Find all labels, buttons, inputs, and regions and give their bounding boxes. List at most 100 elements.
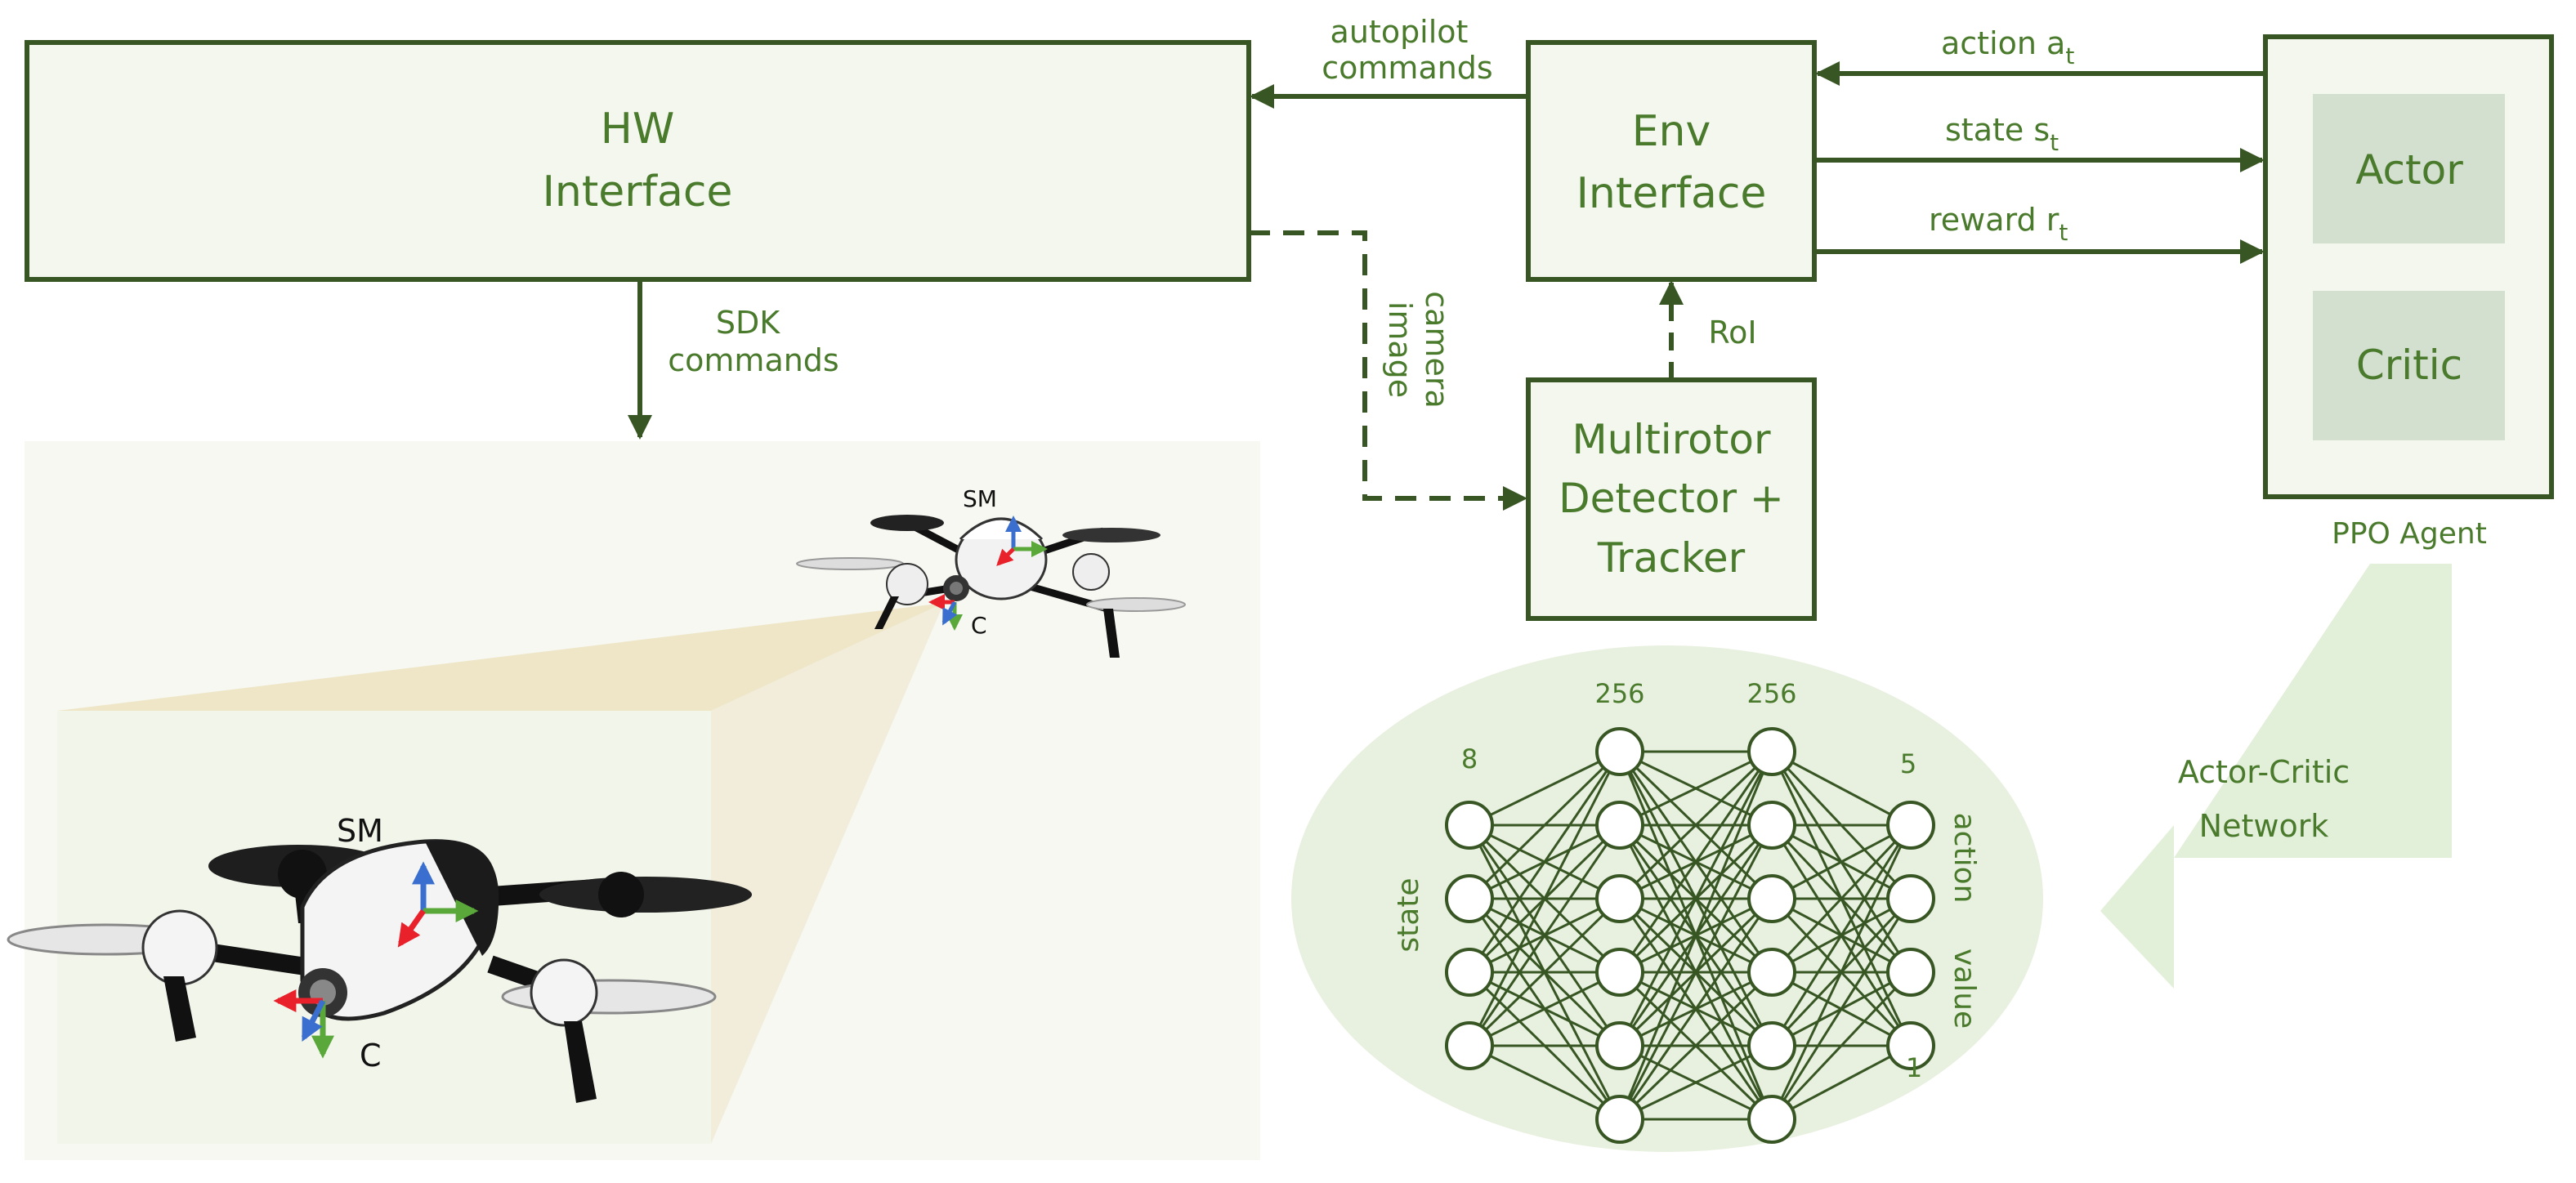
camera-label-line2: image	[1382, 301, 1418, 398]
actor-label: Actor	[2355, 146, 2463, 194]
network-output-label-action: action	[1948, 813, 1981, 904]
sdk-commands-arrow: SDK commands	[628, 279, 839, 440]
roi-label: RoI	[1708, 315, 1756, 350]
critic-box	[2313, 291, 2505, 440]
state-arrow: state st	[1814, 112, 2265, 172]
env-interface-box: Env Interface	[1526, 40, 1817, 282]
drone-large-sm-label: SM	[337, 813, 383, 849]
network-edge	[1771, 750, 1912, 827]
actor-box	[2313, 94, 2505, 243]
camera-scene	[25, 441, 1260, 1160]
drone-small-c-label: C	[971, 612, 987, 639]
drone-large-c-label: C	[360, 1038, 382, 1074]
network-node-layer2-2	[1595, 801, 1644, 850]
network-node-layer3-6	[1747, 1095, 1796, 1144]
network-node-layer4-4	[1886, 1021, 1935, 1070]
network-edge	[1770, 824, 1912, 1047]
network-node-layer3-2	[1747, 801, 1796, 850]
action-label-text: action a	[1941, 25, 2065, 61]
network-edge	[1468, 751, 1621, 1047]
network-edge	[1618, 824, 1773, 1120]
env-interface-line2: Interface	[1576, 169, 1767, 218]
drone-large: SM C	[7, 813, 752, 1103]
layer-size-output-top: 5	[1900, 748, 1916, 779]
network-caption-line1: Actor-Critic	[2178, 754, 2350, 790]
network-node-layer1-3	[1445, 948, 1494, 997]
network-node-layer4-1	[1886, 801, 1935, 850]
drone-small-sm-label: SM	[963, 485, 997, 512]
network-edge	[1618, 751, 1773, 1120]
network-node-layer1-2	[1445, 874, 1494, 923]
network-edge	[1468, 750, 1621, 900]
camera-image-arrow: camera image	[1249, 230, 1527, 511]
layer-size-input: 8	[1461, 743, 1478, 775]
camera-view-cone-side	[711, 603, 944, 1144]
network-node-layer2-3	[1595, 874, 1644, 923]
network-node-layer4-3	[1886, 948, 1935, 997]
network-edge	[1469, 971, 1621, 1047]
network-edge	[1618, 751, 1773, 973]
network-input-label: state	[1392, 877, 1425, 952]
ppo-agent-box: Actor Critic PPO Agent	[2263, 34, 2554, 551]
detector-line1: Multirotor	[1572, 416, 1770, 463]
hw-interface-line2: Interface	[543, 167, 733, 217]
network-edge	[1618, 751, 1773, 1047]
hw-interface-box: HW Interface	[25, 40, 1251, 282]
action-label-sub: t	[2065, 42, 2074, 69]
network-edges	[1468, 750, 1912, 1121]
network-edge	[1770, 824, 1912, 974]
network-edge	[1618, 898, 1773, 1120]
reward-arrow: reward rt	[1814, 202, 2265, 264]
reward-label-text: reward r	[1929, 202, 2059, 238]
network-edge	[1770, 824, 1912, 1120]
network-edge	[1770, 971, 1912, 1121]
network-edge	[1618, 750, 1773, 900]
layer-size-hidden2: 256	[1746, 678, 1796, 709]
network-node-layer4-2	[1886, 874, 1935, 923]
camera-label-line1: camera	[1419, 291, 1455, 408]
network-edge	[1468, 897, 1621, 1047]
network-panel: Actor-Critic Network 8 256 256 5 1 state…	[1291, 564, 2452, 1152]
autopilot-label-line1: autopilot	[1330, 14, 1469, 50]
network-output-label-value: value	[1948, 949, 1981, 1029]
env-interface-line1: Env	[1632, 107, 1711, 156]
state-label: state st	[1945, 112, 2059, 156]
action-label: action at	[1941, 25, 2074, 69]
network-node-layer2-1	[1595, 727, 1644, 776]
network-node-layer3-1	[1747, 727, 1796, 776]
autopilot-commands-arrow: autopilot commands	[1250, 14, 1528, 109]
ppo-agent-caption: PPO Agent	[2332, 517, 2487, 551]
action-arrow: action at	[1815, 25, 2265, 86]
sdk-label-line1: SDK	[716, 305, 780, 341]
detector-line3: Tracker	[1597, 534, 1746, 582]
network-nodes	[1445, 727, 1935, 1144]
network-edge	[1619, 1044, 1773, 1121]
network-edge	[1770, 898, 1912, 1120]
layer-size-output-bottom: 1	[1906, 1052, 1922, 1083]
network-node-layer2-6	[1595, 1095, 1644, 1144]
network-caption-line2: Network	[2199, 808, 2329, 844]
state-label-sub: t	[2050, 129, 2059, 156]
network-edge	[1468, 751, 1621, 973]
network-edge	[1469, 750, 1621, 827]
network-edge	[1771, 824, 1912, 900]
camera-view-cone	[57, 603, 944, 711]
autopilot-label-line2: commands	[1322, 50, 1492, 86]
network-node-layer3-4	[1747, 948, 1796, 997]
network-edge	[1618, 971, 1773, 1121]
sdk-label-line2: commands	[668, 342, 839, 378]
network-edge	[1468, 824, 1621, 1047]
hw-interface-line1: HW	[601, 105, 675, 154]
drone-small: SM C	[796, 485, 1186, 658]
detector-line2: Detector +	[1559, 475, 1784, 522]
reward-label: reward rt	[1929, 202, 2068, 246]
critic-label: Critic	[2356, 342, 2462, 389]
network-node-layer2-5	[1595, 1021, 1644, 1070]
network-edge	[1771, 1044, 1912, 1121]
network-node-layer1-1	[1445, 801, 1494, 850]
roi-arrow: RoI	[1659, 280, 1757, 380]
network-node-layer3-3	[1747, 874, 1796, 923]
ppo-to-network-arrow	[2100, 564, 2452, 989]
network-edge	[1469, 1044, 1621, 1121]
